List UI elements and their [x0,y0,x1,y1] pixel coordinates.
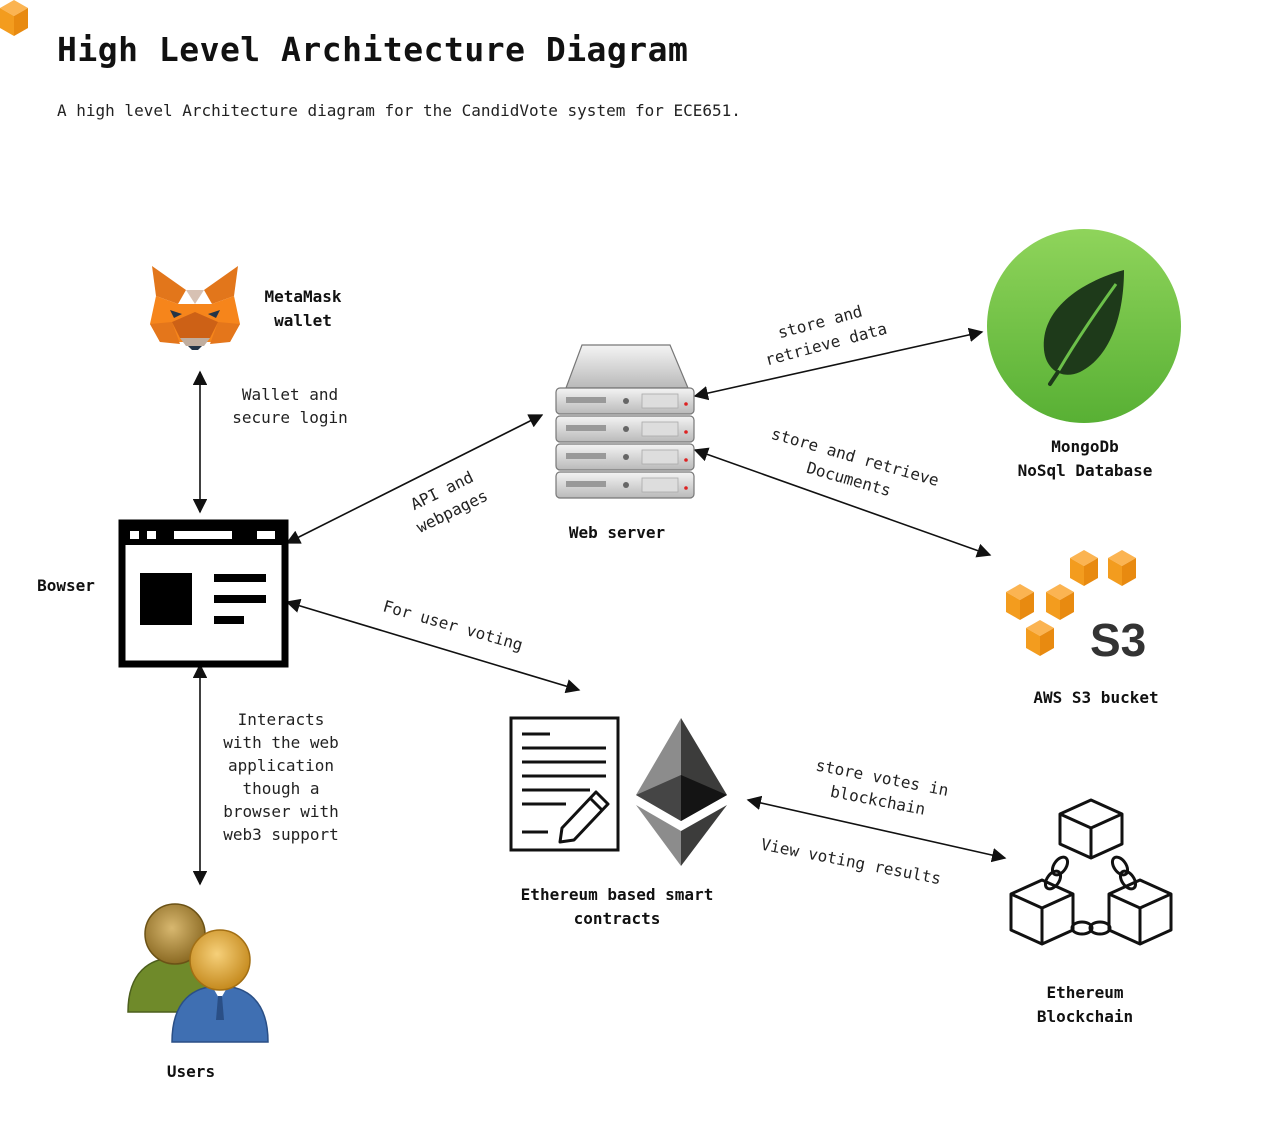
edge-label-line: secure login [232,408,348,427]
metamask-label-line2: wallet [274,311,332,330]
s3-label: AWS S3 bucket [1033,688,1159,707]
edge-label-line: web3 support [223,825,339,844]
blockchain-label: Ethereum Blockchain [1010,981,1160,1029]
mongodb-label-line2: NoSql Database [1017,461,1153,480]
edge-label-line: browser with [223,802,339,821]
edge-webserver-s3 [693,447,992,558]
smart-contracts-label-line1: Ethereum based smart [520,885,714,904]
smart-contracts-label: Ethereum based smart contracts [497,883,737,931]
blockchain-icon [1009,798,1173,946]
edge-label-interacts: Interacts with the web application thoug… [206,708,356,846]
blockchain-label-line1: Ethereum [1046,983,1124,1002]
metamask-label: MetaMask wallet [240,285,366,333]
ethereum-diamond-icon [636,718,727,866]
edge-browser-webserver [285,414,544,544]
aws-s3-icon: S3 [0,0,1146,666]
page-title: High Level Architecture Diagram [57,30,689,69]
connectors [192,327,1007,886]
edge-label-line: Interacts [237,710,325,729]
page-description: A high level Architecture diagram for th… [57,101,741,120]
edge-contracts-blockchain [746,795,1007,863]
s3-logo-text: S3 [1090,614,1146,666]
mongodb-leaf-icon [987,229,1181,423]
web-server-label: Web server [568,523,666,542]
edge-label-line: Wallet and [241,385,339,404]
mongodb-label: MongoDb NoSql Database [990,435,1180,483]
edge-webserver-mongodb [693,327,984,401]
metamask-fox-icon [150,266,240,350]
metamask-label-line1: MetaMask [264,287,342,306]
contract-document-icon [509,716,620,852]
users-label: Users [166,1062,216,1081]
edge-browser-contracts [285,598,581,694]
smart-contracts-label-line2: contracts [573,909,661,928]
edge-label-line: application [228,756,334,775]
edge-label-wallet-login: Wallet and secure login [220,383,360,429]
server-rack-icon [555,344,695,499]
mongodb-label-line1: MongoDb [1051,437,1119,456]
browser-label: Bowser [37,576,95,595]
edge-label-line: with the web [223,733,339,752]
users-icon [127,903,269,1043]
blockchain-label-line2: Blockchain [1036,1007,1134,1026]
browser-window-icon [118,519,289,668]
edge-label-line: though a [242,779,320,798]
